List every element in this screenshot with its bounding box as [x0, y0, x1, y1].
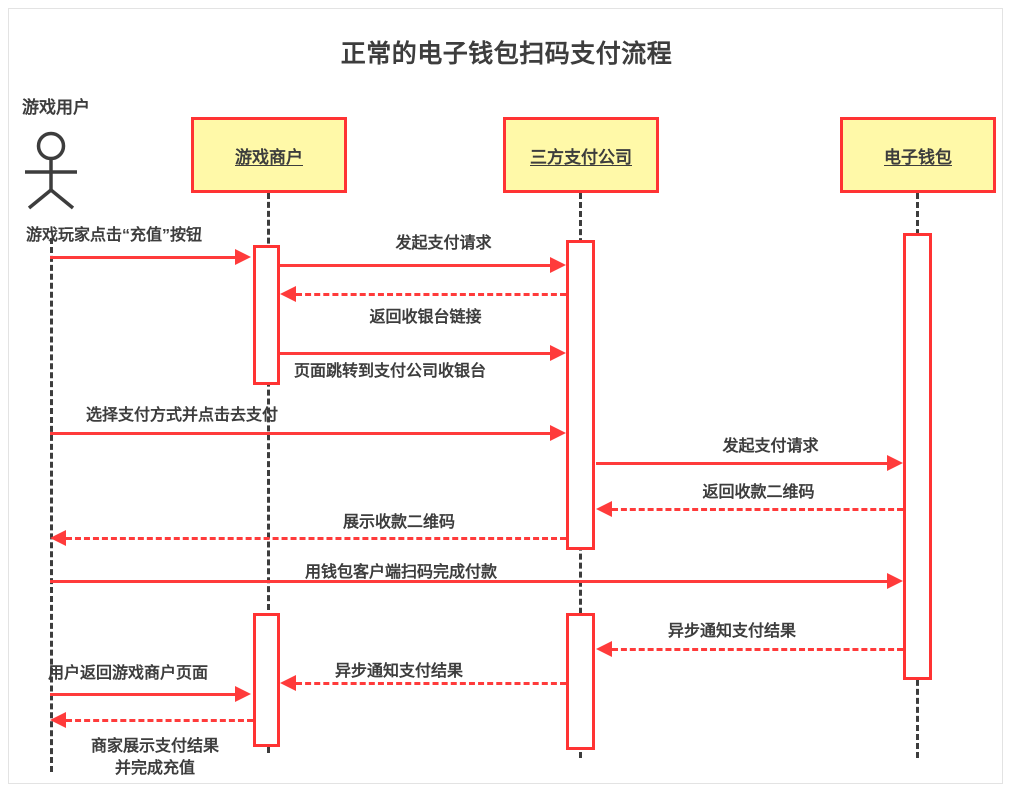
- message-label-7: 返回收款二维码: [702, 484, 815, 501]
- message-arrowhead-10: [596, 641, 612, 657]
- message-arrowhead-5: [550, 425, 566, 441]
- message-line-6: [596, 462, 887, 465]
- page-title: 正常的电子钱包扫码支付流程: [340, 40, 673, 68]
- message-arrowhead-9: [887, 573, 903, 589]
- message-label-5: 选择支付方式并点击去支付: [86, 407, 279, 424]
- message-arrowhead-3: [280, 286, 296, 302]
- message-arrowhead-13: [50, 712, 66, 728]
- participant-box-psp[interactable]: 三方支付公司: [503, 117, 659, 193]
- message-line-3: [296, 293, 566, 296]
- participant-label-wallet: 电子钱包: [884, 147, 952, 167]
- message-line-9: [50, 580, 887, 583]
- message-line-2: [280, 264, 550, 267]
- activation-psp-lower: [566, 613, 595, 750]
- participant-label-merchant: 游戏商户: [235, 147, 303, 167]
- message-arrowhead-12: [235, 686, 251, 702]
- activation-psp-upper: [566, 240, 595, 550]
- message-line-10: [612, 648, 903, 651]
- message-label-6: 发起支付请求: [722, 438, 819, 455]
- lifeline-merchant: [267, 193, 270, 753]
- participant-box-merchant[interactable]: 游戏商户: [191, 117, 347, 193]
- message-arrowhead-1: [235, 249, 251, 265]
- activation-wallet: [903, 233, 932, 680]
- message-arrowhead-4: [550, 345, 566, 361]
- activation-merchant-lower: [253, 613, 280, 747]
- message-label-9: 用钱包客户端扫码完成付款: [305, 564, 498, 581]
- lifeline-user: [50, 238, 53, 772]
- message-line-12: [50, 693, 235, 696]
- message-label-3: 返回收银台链接: [369, 309, 482, 326]
- participant-box-wallet[interactable]: 电子钱包: [840, 117, 996, 193]
- message-label-2: 发起支付请求: [395, 235, 492, 252]
- message-label-10: 异步通知支付结果: [668, 623, 797, 640]
- message-arrowhead-6: [887, 455, 903, 471]
- message-line-5: [50, 432, 550, 435]
- message-arrowhead-7: [596, 501, 612, 517]
- message-arrowhead-11: [280, 675, 296, 691]
- participant-label-user: 游戏用户: [22, 98, 90, 117]
- actor-stick-figure-icon: [25, 131, 77, 210]
- participant-label-psp: 三方支付公司: [530, 147, 632, 167]
- message-label-4: 页面跳转到支付公司收银台: [294, 363, 487, 380]
- message-label-12: 用户返回游戏商户页面: [48, 665, 209, 682]
- activation-merchant-upper: [253, 245, 280, 385]
- message-arrowhead-2: [550, 257, 566, 273]
- message-label-1: 游戏玩家点击“充值”按钮: [26, 227, 203, 244]
- message-line-1: [50, 256, 235, 259]
- message-label-11: 异步通知支付结果: [335, 663, 464, 680]
- message-label-13-line1: 商家展示支付结果: [90, 738, 219, 755]
- message-label-13-line2: 并完成充值: [114, 759, 195, 777]
- message-line-13: [66, 719, 253, 722]
- message-line-7: [612, 508, 903, 511]
- message-line-8: [66, 537, 566, 540]
- message-line-4: [280, 352, 550, 355]
- message-line-11: [296, 682, 566, 685]
- message-label-13: 商家展示支付结果 并完成充值: [60, 736, 250, 779]
- message-arrowhead-8: [50, 530, 66, 546]
- message-label-8: 展示收款二维码: [343, 514, 456, 531]
